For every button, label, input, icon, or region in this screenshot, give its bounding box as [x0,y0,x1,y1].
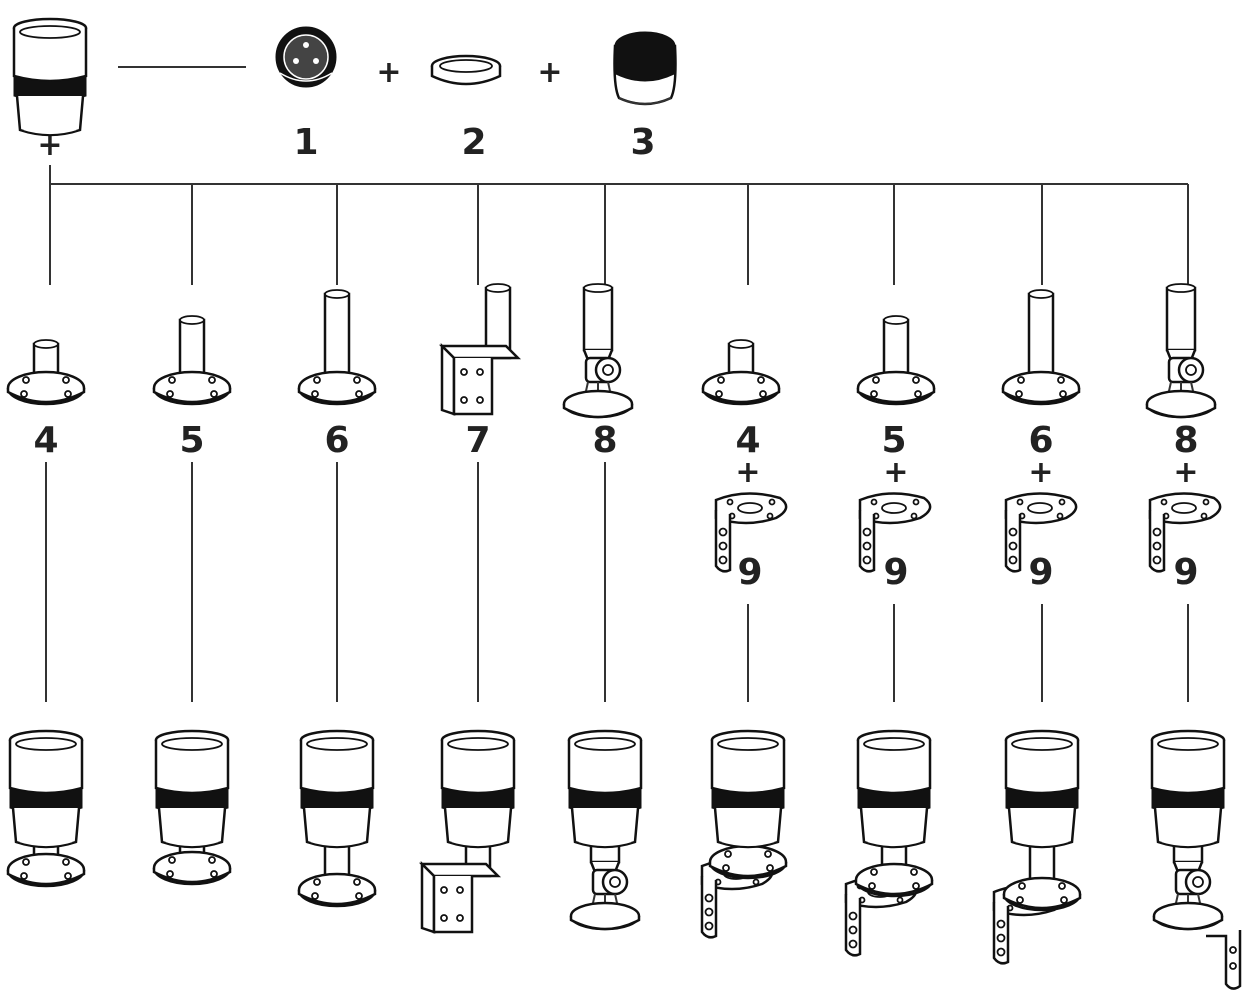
mount-label: 5 [881,420,906,461]
plus-sign: + [376,55,401,90]
component-label: 3 [630,122,655,163]
mount-label: 4 [33,420,58,461]
plus-sign: + [735,455,760,490]
plus-sign-module: + [37,128,62,163]
assembled-tower-hinge-base [567,729,643,931]
mount-short-base [701,338,781,406]
plus-sign: + [1028,455,1053,490]
component-label: 1 [293,122,318,163]
component-dome-lens [613,30,677,106]
bracket-label: 9 [737,552,762,593]
assembled-tower-short-bracket [700,729,788,939]
assembled-tower-mid-bracket [844,729,934,957]
assembled-tower-tall-base [297,729,377,908]
mount-label: 5 [179,420,204,461]
plus-sign: + [1173,455,1198,490]
mount-label: 4 [735,420,760,461]
component-module-base [275,26,337,88]
mount-hinge-base [1145,282,1217,419]
mount-tall-base [1001,288,1081,406]
bracket-label: 9 [1173,552,1198,593]
component-lens-ring [430,54,502,86]
bracket-label: 9 [1028,552,1053,593]
mount-label: 7 [465,420,490,461]
mount-short-base [6,338,86,406]
component-label: 2 [461,122,486,163]
plus-sign: + [883,455,908,490]
mount-wall-bracket [440,282,520,416]
mount-tall-base [297,288,377,406]
mount-label: 8 [1173,420,1198,461]
mount-label: 8 [592,420,617,461]
assembled-tower-mid-base [152,729,232,886]
mount-mid-base [856,314,936,406]
assembled-tower-wall-bracket [420,729,516,934]
bracket-label: 9 [883,552,908,593]
assembled-tower-hinge-bracket [1150,729,1242,990]
mount-mid-base [152,314,232,406]
connector-lines-bottom [45,462,1189,702]
module-assembly-top [12,17,88,137]
assembled-tower-tall-bracket [992,729,1082,965]
assembled-tower-short-base [6,729,86,888]
mount-label: 6 [1028,420,1053,461]
mount-hinge-base [562,282,634,419]
plus-sign: + [537,55,562,90]
connector-tree [49,165,1189,285]
mount-label: 6 [324,420,349,461]
